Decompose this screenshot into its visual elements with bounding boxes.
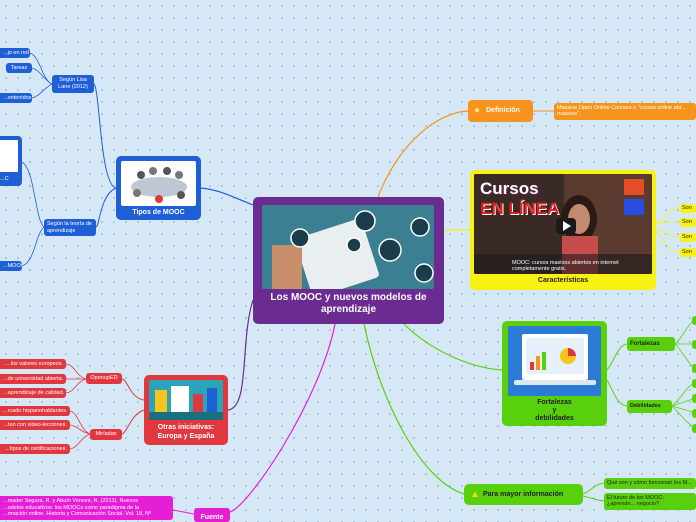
debilidad-item[interactable] — [692, 379, 696, 388]
fortalezas-topic[interactable]: Fortalezas y debilidades — [502, 321, 607, 426]
miriadax-item[interactable]: ...tipos de certificaciones. — [0, 444, 70, 454]
definicion-topic[interactable]: ● Definición — [468, 100, 533, 122]
fuente-text-line: ...mader Segura, R. y Abuín Vences, N. (… — [3, 498, 139, 504]
miriadax-branch[interactable]: Miríadax — [90, 429, 122, 440]
video-title-line2: EN LÍNEA — [480, 199, 560, 218]
mayor-info-link[interactable]: Qué son y cómo funcionan los M... — [604, 478, 696, 489]
debilidad-item[interactable] — [692, 394, 696, 403]
caracteristicas-title: Características — [537, 277, 589, 284]
mayor-info-link[interactable]: El futuro de los MOOC: ¿aprende... negoc… — [604, 493, 696, 510]
debilidades-subtopic[interactable]: Debilidades — [627, 400, 672, 413]
tipos-lane-item[interactable]: ...ontenidos — [0, 93, 32, 103]
tipos-lane-item[interactable]: Tareas — [6, 63, 32, 73]
openuped-item[interactable]: ... los valores europeos. — [0, 359, 66, 369]
openuped-item[interactable]: ...aprendizaje de calidad. — [0, 388, 66, 398]
tipos-branch-teoria[interactable]: Según la teoría de aprendizaje — [44, 219, 96, 236]
tipos-image — [121, 161, 196, 206]
otras-topic[interactable]: Otras iniciativas: Europa y España — [144, 375, 228, 445]
central-topic-image — [262, 205, 434, 289]
fortalezas-title-line2: y — [552, 407, 557, 414]
debilidad-item[interactable] — [692, 409, 696, 418]
fuente-text-line: ...odelos educativos: los MOOCs como par… — [3, 504, 140, 511]
openuped-item[interactable]: ...de universidad abierta. — [0, 374, 66, 384]
fortalezas-subtopic[interactable]: Fortalezas — [627, 337, 675, 351]
miriadax-item[interactable]: ...rcado hispanohablantes. — [0, 406, 70, 416]
play-icon — [563, 221, 571, 231]
tipos-title: Tipos de MOOC — [132, 209, 185, 216]
fuente-text-line: ...rmación online. Historia y Comunicaci… — [3, 511, 152, 517]
definicion-title: Definición — [486, 107, 520, 114]
fortaleza-item[interactable] — [692, 316, 696, 325]
fuente-topic[interactable]: Fuente — [194, 508, 230, 522]
definicion-text[interactable]: Massive Open Online Courses o "cursos on… — [554, 103, 696, 120]
caracteristica-item[interactable]: Son — [680, 218, 696, 227]
tipos-teoria-image — [0, 140, 18, 172]
tipos-topic[interactable]: Tipos de MOOC — [116, 156, 201, 220]
tipos-teoria-item[interactable]: ...MOOC — [0, 261, 22, 271]
caracteristica-item[interactable]: Son — [680, 233, 696, 242]
bell-icon: ▲ — [470, 489, 480, 500]
fortalezas-image — [508, 326, 601, 396]
fortaleza-item[interactable] — [692, 340, 696, 349]
video-thumbnail[interactable]: Cursos EN LÍNEA MOOC: cursos masivos abi… — [474, 174, 652, 274]
lightbulb-icon: ● — [474, 105, 481, 116]
caracteristica-item[interactable]: Son — [680, 204, 696, 213]
debilidad-item[interactable] — [692, 424, 696, 433]
fortaleza-item[interactable] — [692, 364, 696, 373]
central-topic-title: Los MOOC y nuevos modelos de aprendizaje — [270, 292, 427, 315]
openuped-branch[interactable]: OpenupED — [86, 373, 122, 384]
fuente-title: Fuente — [200, 514, 224, 521]
video-caption: MOOC: cursos masivos abiertos en interne… — [512, 260, 619, 272]
video-title-line1: Cursos — [480, 179, 539, 198]
play-button[interactable] — [556, 218, 576, 234]
fuente-text[interactable]: ...mader Segura, R. y Abuín Vences, N. (… — [0, 496, 173, 520]
caracteristica-item[interactable]: Son — [680, 248, 696, 257]
fortalezas-title-line3: debilidades — [535, 415, 574, 422]
tipos-teoria-item[interactable]: ...C — [0, 136, 22, 186]
otras-title-line1: Otras iniciativas: — [157, 424, 215, 431]
mayor-info-topic[interactable]: ▲ Para mayor información — [464, 484, 583, 505]
tipos-lane-item[interactable]: ...jo en red — [0, 48, 30, 58]
miriadax-item[interactable]: ...tan con video-lecciones. — [0, 420, 70, 430]
tipos-branch-lane[interactable]: Según Lisa Lane (2012) — [52, 75, 94, 93]
fortalezas-title-line1: Fortalezas — [537, 399, 572, 406]
tipos-teoria-label: ...C — [0, 176, 9, 182]
mayor-info-title: Para mayor información — [483, 491, 564, 498]
central-topic[interactable]: Los MOOC y nuevos modelos de aprendizaje — [253, 197, 444, 324]
otras-title-line2: Europa y España — [157, 433, 215, 440]
caracteristicas-topic[interactable]: Cursos EN LÍNEA MOOC: cursos masivos abi… — [470, 170, 656, 290]
otras-image — [149, 380, 223, 420]
